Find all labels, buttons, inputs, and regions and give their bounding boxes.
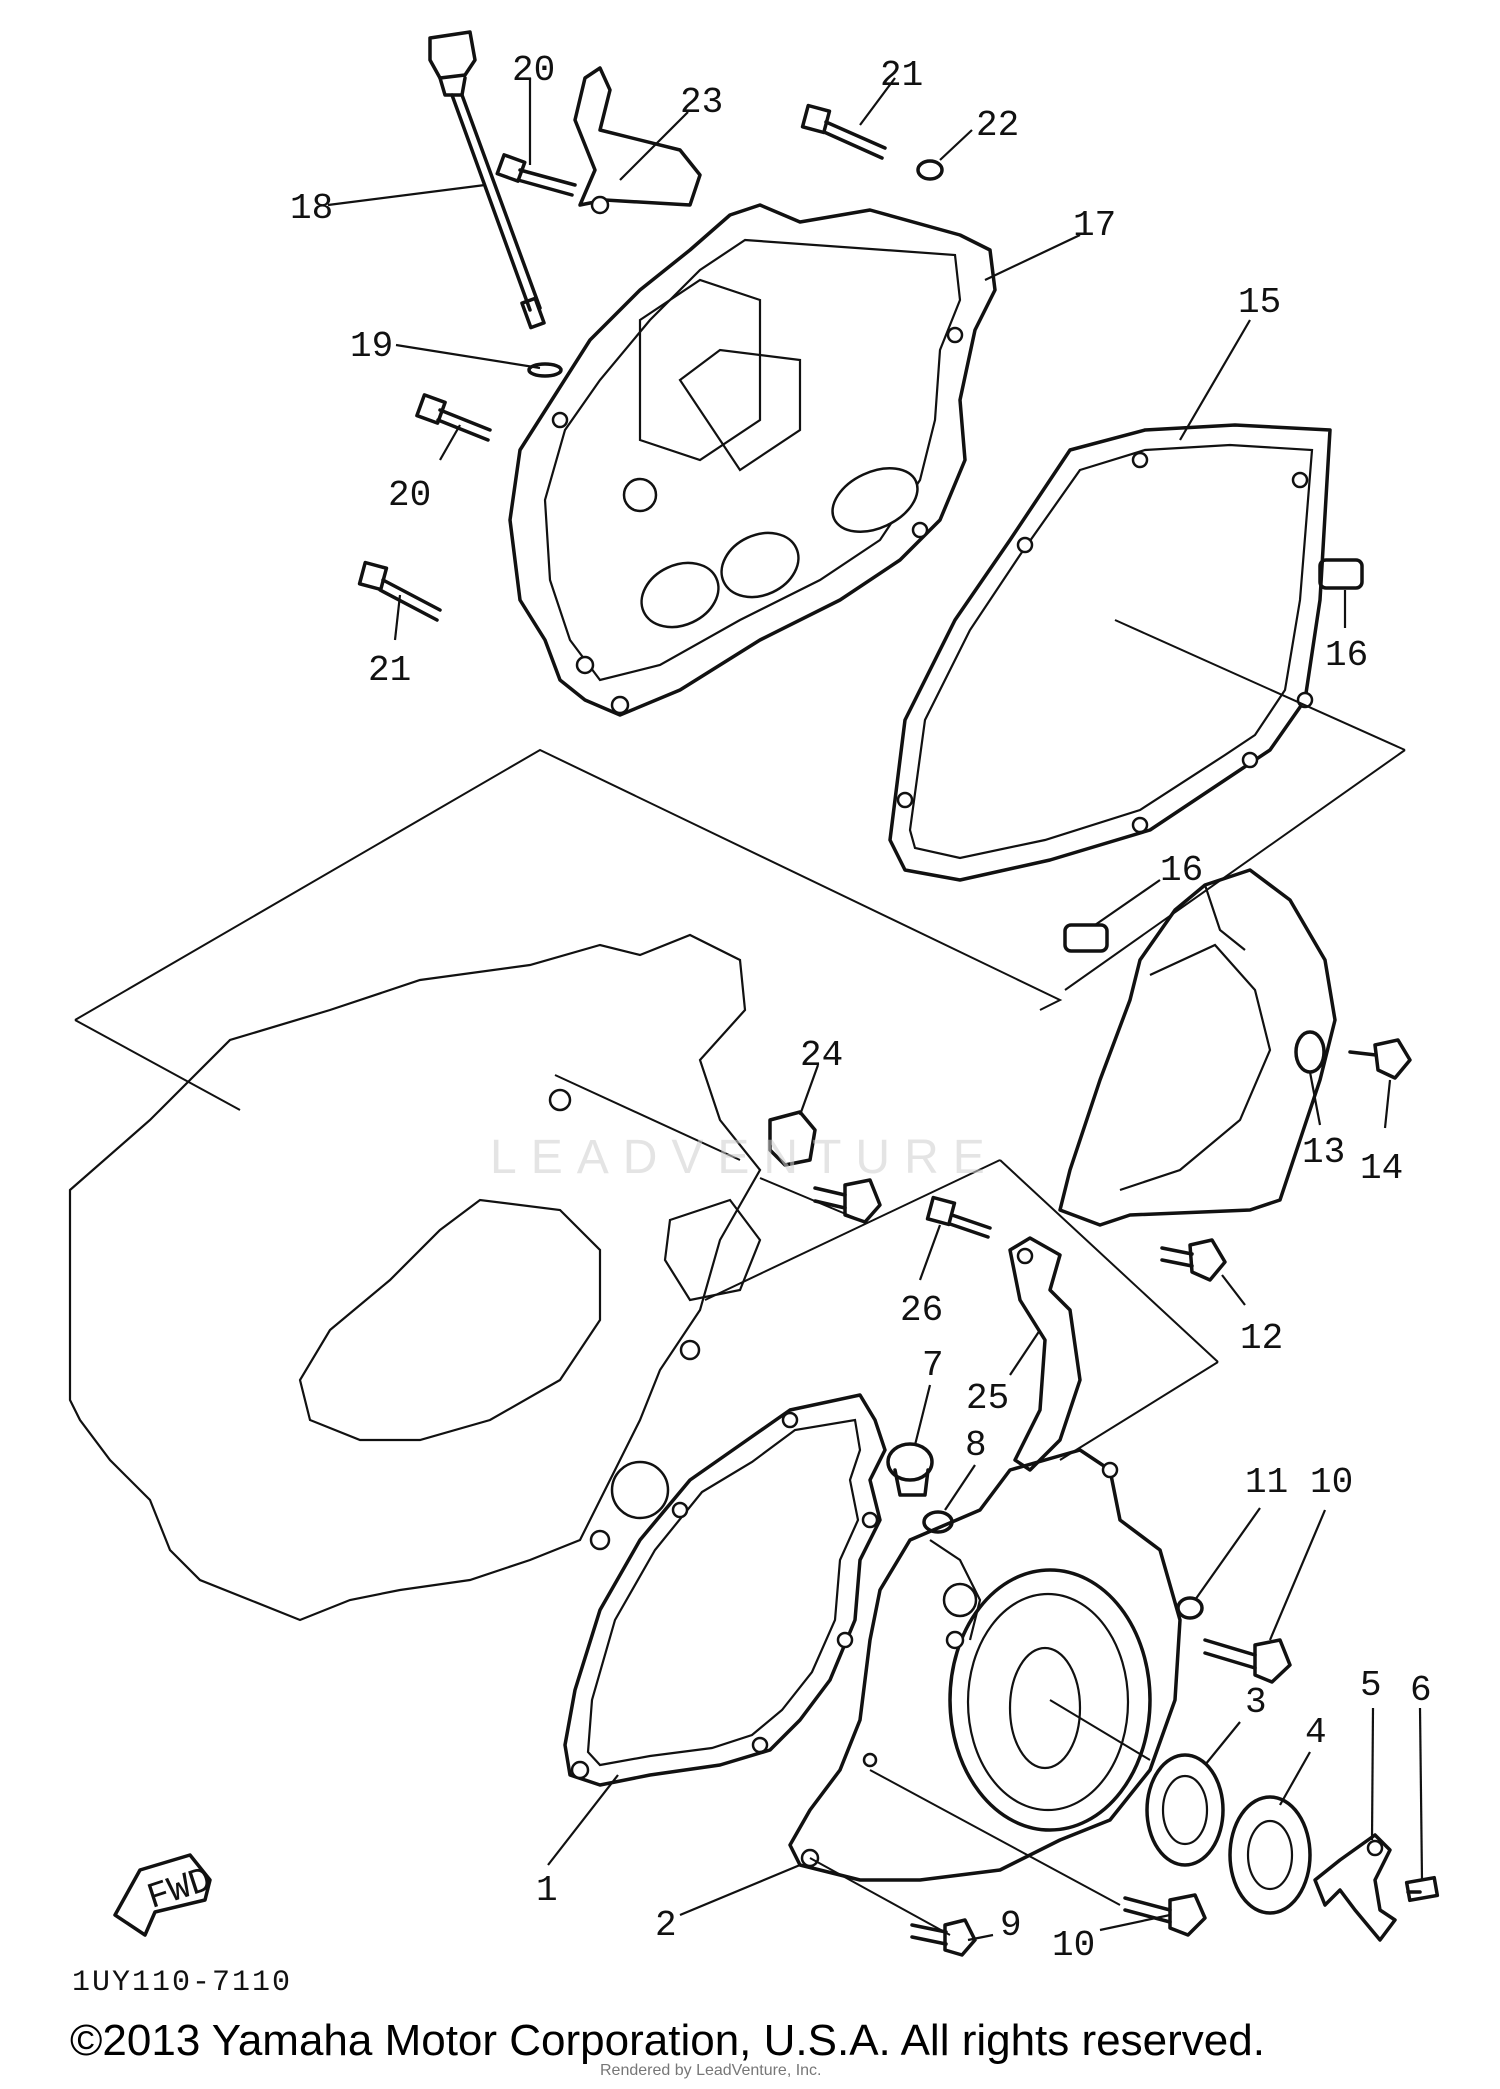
callout-20-lower: 20 bbox=[388, 475, 431, 516]
callout-20-upper: 20 bbox=[512, 50, 555, 91]
crankcase-cover-2[interactable] bbox=[788, 1448, 1182, 1882]
washer-22[interactable] bbox=[916, 159, 944, 181]
callout-1: 1 bbox=[536, 1870, 558, 1911]
callout-21-upper: 21 bbox=[880, 55, 923, 96]
callout-25: 25 bbox=[966, 1378, 1009, 1419]
bolt-14[interactable] bbox=[1348, 1038, 1412, 1080]
bolt-10-lower[interactable] bbox=[1123, 1893, 1207, 1937]
bolt-26[interactable] bbox=[925, 1195, 992, 1239]
dowel-pin-16-upper[interactable] bbox=[1318, 558, 1364, 590]
copyright-notice: ©2013 Yamaha Motor Corporation, U.S.A. A… bbox=[70, 2016, 1265, 2065]
bolt-21-upper[interactable] bbox=[800, 103, 887, 160]
crankcase-outline bbox=[68, 933, 762, 1622]
bolt-21-lower[interactable] bbox=[357, 560, 442, 622]
bolt-20-upper[interactable] bbox=[495, 153, 577, 197]
callout-3: 3 bbox=[1245, 1682, 1267, 1723]
callout-22: 22 bbox=[976, 105, 1019, 146]
crankcase-cover-17[interactable] bbox=[508, 203, 997, 717]
oil-level-gauge-18[interactable] bbox=[428, 30, 546, 330]
callout-9: 9 bbox=[1000, 1905, 1022, 1946]
callout-10-lower: 10 bbox=[1052, 1925, 1095, 1966]
callout-numbers: 1 2 3 4 5 6 7 8 9 10 10 11 12 13 14 15 1… bbox=[290, 50, 1432, 1966]
callout-21-lower: 21 bbox=[368, 650, 411, 691]
callout-23: 23 bbox=[680, 82, 723, 123]
callout-10-upper: 10 bbox=[1310, 1462, 1353, 1503]
callout-4: 4 bbox=[1305, 1712, 1327, 1753]
washer-13[interactable] bbox=[1294, 1030, 1326, 1074]
callout-7: 7 bbox=[922, 1345, 944, 1386]
rendered-by-notice: Rendered by LeadVenture, Inc. bbox=[600, 2062, 822, 2079]
callout-16-lower: 16 bbox=[1160, 850, 1203, 891]
callout-24: 24 bbox=[800, 1035, 843, 1076]
callout-6: 6 bbox=[1410, 1670, 1432, 1711]
callout-12: 12 bbox=[1240, 1318, 1283, 1359]
callout-11: 11 bbox=[1245, 1462, 1288, 1503]
dowel-pin-16-lower[interactable] bbox=[1063, 923, 1109, 953]
callout-2: 2 bbox=[655, 1905, 677, 1946]
callout-8: 8 bbox=[965, 1425, 987, 1466]
callout-26: 26 bbox=[900, 1290, 943, 1331]
bolt-9[interactable] bbox=[910, 1918, 977, 1957]
bolt-12[interactable] bbox=[1160, 1238, 1227, 1282]
callout-18: 18 bbox=[290, 188, 333, 229]
bearing-3[interactable] bbox=[1145, 1753, 1225, 1867]
oil-seal-4[interactable] bbox=[1228, 1795, 1312, 1915]
callout-17: 17 bbox=[1073, 205, 1116, 246]
callout-5: 5 bbox=[1360, 1665, 1382, 1706]
callout-15: 15 bbox=[1238, 282, 1281, 323]
plate-25[interactable] bbox=[1008, 1236, 1082, 1472]
callout-16-upper: 16 bbox=[1325, 635, 1368, 676]
bolt-20-lower[interactable] bbox=[415, 393, 492, 442]
gasket-1[interactable] bbox=[563, 1393, 887, 1787]
screw-6[interactable] bbox=[1404, 1875, 1440, 1903]
sprocket-cover-13[interactable] bbox=[1058, 868, 1337, 1227]
bolt-10-upper[interactable] bbox=[1203, 1638, 1292, 1684]
callout-14: 14 bbox=[1360, 1148, 1403, 1189]
o-ring-19[interactable] bbox=[527, 362, 563, 378]
forward-direction-arrow: FWD bbox=[113, 1853, 217, 1937]
bracket-23[interactable] bbox=[573, 66, 702, 215]
plug-7[interactable] bbox=[886, 1442, 934, 1497]
leader-lines bbox=[327, 77, 1424, 1942]
o-ring-8[interactable] bbox=[922, 1510, 954, 1534]
fwd-label: FWD bbox=[142, 1860, 216, 1919]
diagram-code: 1UY110-7110 bbox=[72, 1966, 293, 2000]
gasket-15[interactable] bbox=[888, 423, 1332, 882]
callout-19: 19 bbox=[350, 326, 393, 367]
watermark: LEADVENTURE bbox=[490, 1131, 999, 1184]
washer-11[interactable] bbox=[1176, 1596, 1204, 1620]
callout-13: 13 bbox=[1302, 1132, 1345, 1173]
plate-5[interactable] bbox=[1313, 1833, 1397, 1942]
